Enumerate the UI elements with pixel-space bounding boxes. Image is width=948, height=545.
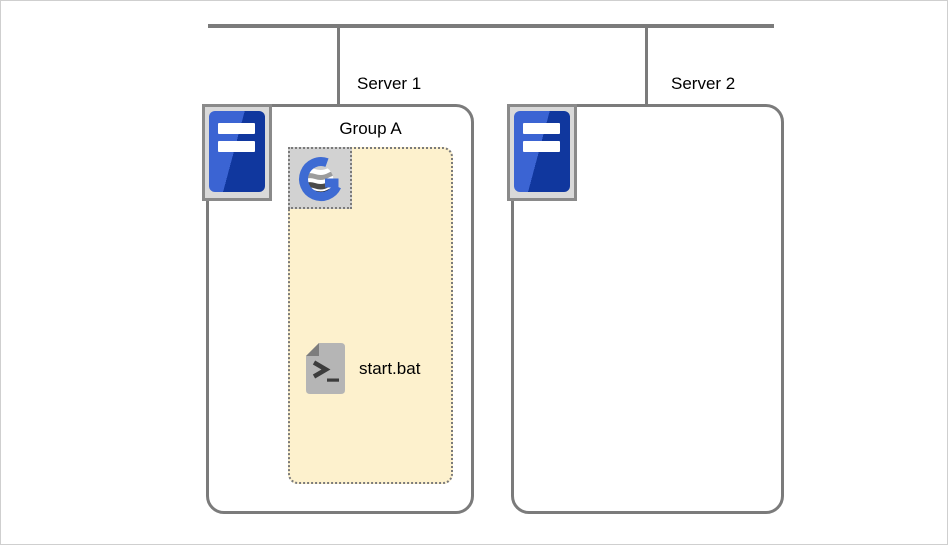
tower-slot [218,123,255,134]
network-bus-line [208,24,774,28]
batch-script-file-icon [306,343,345,394]
server2-tower-icon [507,104,577,201]
server2-label: Server 2 [671,74,736,93]
group-a-label: Group A [339,119,402,138]
tower-slot [218,141,255,152]
server1-tower-icon [202,104,272,201]
tower-slot [523,123,560,134]
server1-label: Server 1 [357,74,422,93]
group-a-container: start.bat [288,147,453,484]
connection-line-server1 [337,28,340,104]
server-tower-shape [514,111,570,192]
server-tower-shape [209,111,265,192]
connection-line-server2 [645,28,648,104]
script-filename-label: start.bat [359,359,421,378]
tower-slot [523,141,560,152]
g-globe-logo-icon [288,147,352,209]
